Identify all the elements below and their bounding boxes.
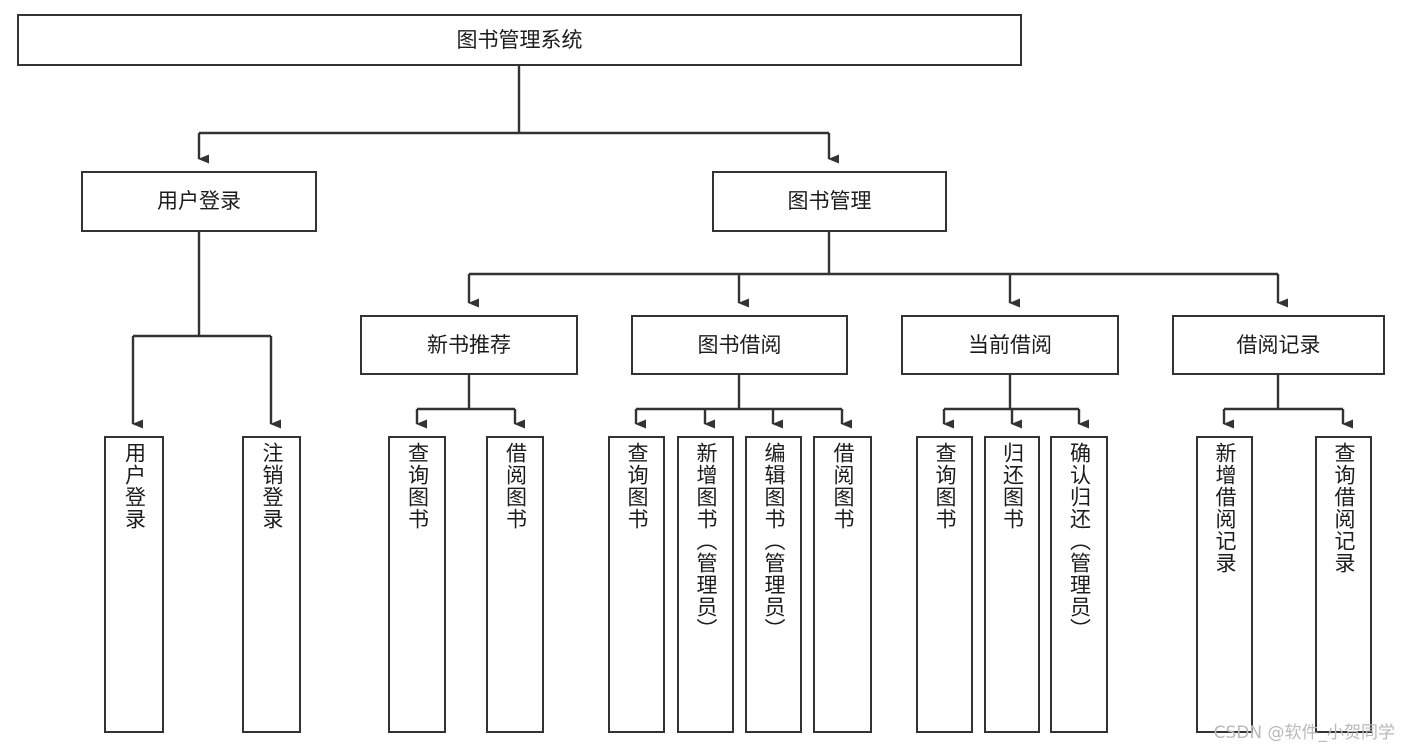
node-leaf-confirm-return[interactable]: 确认归还（管理员） <box>1050 436 1108 733</box>
node-new-book-recommend-label: 新书推荐 <box>427 332 511 357</box>
node-leaf-borrow-book-label: 借阅图书 <box>831 442 855 530</box>
csdn-watermark: CSDN @软件_小贺同学 <box>1213 723 1395 743</box>
node-leaf-query-book-current[interactable]: 查询图书 <box>916 436 973 733</box>
node-leaf-add-book[interactable]: 新增图书（管理员） <box>677 436 734 733</box>
node-book-borrow-label: 图书借阅 <box>697 332 782 357</box>
node-leaf-borrow-book-recommend[interactable]: 借阅图书 <box>486 436 544 733</box>
node-leaf-return-book[interactable]: 归还图书 <box>984 436 1040 733</box>
node-leaf-borrow-book-recommend-label: 借阅图书 <box>503 442 528 530</box>
node-root-label: 图书管理系统 <box>456 27 583 52</box>
node-leaf-edit-book[interactable]: 编辑图书（管理员） <box>745 436 802 733</box>
node-root[interactable]: 图书管理系统 <box>17 14 1022 66</box>
node-leaf-user-login[interactable]: 用户登录 <box>104 436 164 733</box>
node-current-borrow[interactable]: 当前借阅 <box>901 315 1119 375</box>
node-current-borrow-label: 当前借阅 <box>968 332 1052 357</box>
node-borrow-record[interactable]: 借阅记录 <box>1172 315 1385 375</box>
node-leaf-query-book-recommend[interactable]: 查询图书 <box>388 436 446 733</box>
node-leaf-edit-book-label: 编辑图书（管理员） <box>762 442 786 640</box>
node-user-login[interactable]: 用户登录 <box>81 171 317 232</box>
node-book-borrow[interactable]: 图书借阅 <box>631 315 848 375</box>
node-leaf-query-book-current-label: 查询图书 <box>933 442 957 530</box>
node-leaf-confirm-return-label: 确认归还（管理员） <box>1067 442 1092 640</box>
node-leaf-borrow-book[interactable]: 借阅图书 <box>813 436 872 733</box>
node-user-login-label: 用户登录 <box>157 189 241 214</box>
node-leaf-add-borrow-record[interactable]: 新增借阅记录 <box>1196 436 1253 733</box>
node-leaf-add-book-label: 新增图书（管理员） <box>694 442 718 640</box>
node-leaf-query-book-borrow-label: 查询图书 <box>625 442 649 530</box>
node-leaf-return-book-label: 归还图书 <box>1000 442 1025 530</box>
node-book-management[interactable]: 图书管理 <box>712 171 947 232</box>
node-leaf-query-borrow-record-label: 查询借阅记录 <box>1332 442 1356 574</box>
node-leaf-query-book-recommend-label: 查询图书 <box>405 442 430 530</box>
node-leaf-add-borrow-record-label: 新增借阅记录 <box>1213 442 1237 574</box>
node-leaf-user-logout-label: 注销登录 <box>260 442 284 530</box>
node-leaf-user-login-label: 用户登录 <box>122 442 147 530</box>
node-new-book-recommend[interactable]: 新书推荐 <box>360 315 578 375</box>
node-book-management-label: 图书管理 <box>787 189 872 214</box>
node-leaf-user-logout[interactable]: 注销登录 <box>242 436 301 733</box>
node-borrow-record-label: 借阅记录 <box>1236 332 1321 357</box>
node-leaf-query-book-borrow[interactable]: 查询图书 <box>608 436 665 733</box>
node-leaf-query-borrow-record[interactable]: 查询借阅记录 <box>1315 436 1372 733</box>
